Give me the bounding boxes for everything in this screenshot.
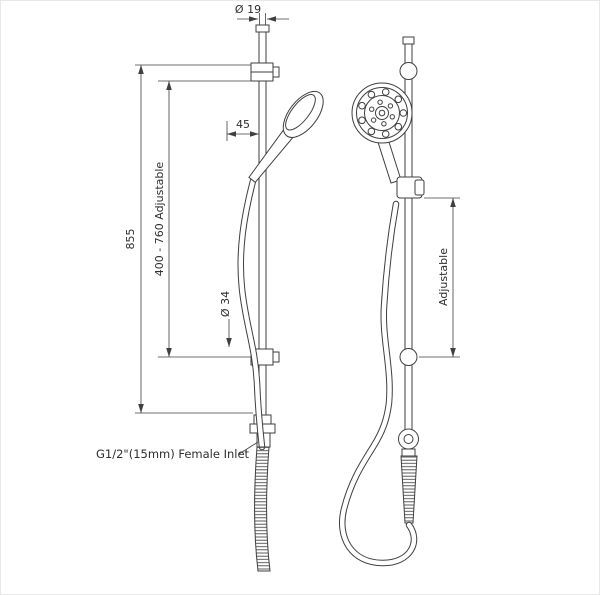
adjustable-label: Adjustable bbox=[437, 248, 450, 306]
shower-hose-front bbox=[339, 200, 418, 567]
hand-shower-faceplate bbox=[285, 94, 316, 131]
holder-bracket-front bbox=[396, 176, 425, 199]
inlet-leader-line bbox=[238, 441, 259, 455]
top-bracket bbox=[250, 62, 280, 82]
hose-strain-relief bbox=[400, 455, 418, 524]
adjustable-range-label: 400 - 760 Adjustable bbox=[153, 162, 166, 277]
hand-shower-head bbox=[282, 90, 324, 138]
dimension-bracket-diameter: Ø 34 bbox=[219, 291, 232, 347]
shower-hose-side bbox=[237, 177, 266, 451]
dimension-overall-height: 855 bbox=[124, 64, 253, 414]
bracket-diameter-label: Ø 34 bbox=[219, 291, 232, 317]
dimension-adjustable: Adjustable bbox=[419, 197, 460, 358]
hand-shower-handle-front bbox=[376, 138, 402, 184]
dimension-adjustable-range: 400 - 760 Adjustable bbox=[153, 80, 251, 358]
spray-nozzles bbox=[358, 88, 408, 138]
ribbed-hose-section bbox=[254, 446, 271, 572]
rail-diameter-label: Ø 19 bbox=[235, 3, 261, 16]
head-center-cap bbox=[375, 106, 389, 120]
rail-top-cap-front bbox=[402, 36, 415, 45]
inlet-callout: G1/2"(15mm) Female Inlet bbox=[96, 441, 259, 461]
overall-height-label: 855 bbox=[124, 229, 137, 250]
inlet-label: G1/2"(15mm) Female Inlet bbox=[96, 447, 250, 461]
top-mount-knob bbox=[399, 62, 418, 80]
rail-top-cap bbox=[255, 24, 270, 33]
side-view: Ø 19 45 855 400 - 760 Adjustable Ø 34 bbox=[96, 3, 324, 572]
offset-45-label: 45 bbox=[236, 118, 250, 131]
inlet-elbow-front bbox=[398, 428, 419, 457]
dimension-offset-45: 45 bbox=[226, 118, 259, 141]
hand-shower-head-front bbox=[351, 82, 413, 144]
lower-mount-knob bbox=[399, 348, 418, 366]
front-view: Adjustable bbox=[339, 36, 460, 567]
hand-shower-handle bbox=[248, 129, 294, 183]
hand-shower-side bbox=[248, 90, 324, 183]
dimension-rail-diameter: Ø 19 bbox=[235, 3, 289, 25]
